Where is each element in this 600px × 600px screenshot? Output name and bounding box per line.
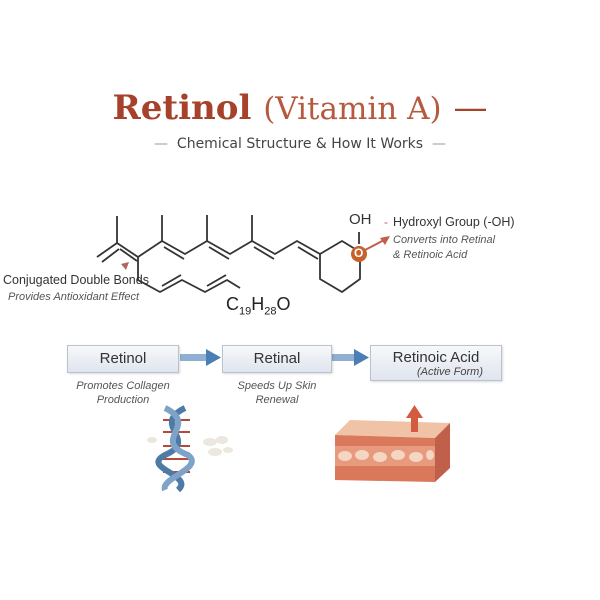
- title-retinol: Retinol: [112, 88, 252, 128]
- double-bond: [297, 246, 319, 260]
- retinal-caption: Speeds Up Skin Renewal: [216, 379, 338, 407]
- double-bond: [101, 248, 120, 263]
- retinol-caption: Promotes Collagen Production: [62, 379, 184, 407]
- caption-line: Speeds Up Skin: [237, 380, 317, 392]
- page-title: Retinol (Vitamin A) —: [0, 88, 600, 128]
- step-label: Retinol: [99, 350, 147, 367]
- hydroxyl-desc-1: Converts into Retinal: [393, 234, 496, 246]
- caption-line: Production: [96, 394, 150, 406]
- oxygen-atom: [351, 246, 367, 262]
- dna-icon: [147, 405, 233, 493]
- subtitle-text: Chemical Structure & How It Works: [176, 136, 424, 152]
- hydroxyl-desc-2: & Retinoic Acid: [393, 249, 468, 261]
- arrow-shaft: [180, 354, 208, 361]
- double-bond: [208, 246, 230, 260]
- formula-o: O: [276, 294, 291, 314]
- molecular-formula: C19H28O: [226, 294, 291, 318]
- arrow-up-icon: [406, 405, 423, 418]
- step-label: Retinal: [253, 350, 301, 367]
- hydroxyl-arrow-head: [380, 236, 390, 245]
- subtitle-dash-right: —: [431, 136, 446, 152]
- conjugated-bonds-desc: Provides Antioxidant Effect: [8, 291, 140, 303]
- arrow-right-icon: [354, 349, 369, 366]
- step-sublabel: (Active Form): [417, 366, 483, 378]
- double-bond: [206, 274, 227, 287]
- oh-label: OH: [349, 211, 372, 228]
- title-vitamin-a: (Vitamin A): [263, 91, 442, 127]
- subtitle: — Chemical Structure & How It Works —: [0, 136, 600, 152]
- formula-c-count: 19: [239, 305, 252, 318]
- step-retinal: Retinal: [222, 345, 332, 373]
- arrow-shaft: [331, 354, 356, 361]
- double-bond: [161, 274, 182, 287]
- side-chain: [137, 257, 241, 293]
- conjugation-arrow-icon: [121, 262, 129, 270]
- step-retinol: Retinol: [67, 345, 179, 373]
- subtitle-dash-left: —: [154, 136, 169, 152]
- main-chain: [96, 240, 321, 258]
- hydroxyl-dash: -: [384, 215, 388, 229]
- title-dash: —: [453, 88, 488, 128]
- arrow-right-icon: [206, 349, 221, 366]
- ring: [319, 240, 361, 293]
- caption-line: Renewal: [255, 394, 299, 406]
- double-bond: [253, 246, 275, 260]
- step-retinoic-acid: Retinoic Acid (Active Form): [370, 345, 502, 381]
- skin-layers-icon: [335, 405, 450, 482]
- step-label: Retinoic Acid: [392, 349, 480, 366]
- double-bond: [163, 246, 185, 260]
- caption-line: Promotes Collagen: [76, 380, 170, 392]
- hydroxyl-title: Hydroxyl Group (-OH): [393, 215, 515, 229]
- formula-h-count: 28: [264, 305, 277, 318]
- formula-c: C: [226, 294, 239, 314]
- conjugated-bonds-title: Conjugated Double Bonds: [3, 273, 149, 287]
- formula-h: H: [251, 294, 265, 314]
- double-bond: [119, 248, 138, 262]
- oxygen-label: O: [354, 246, 364, 260]
